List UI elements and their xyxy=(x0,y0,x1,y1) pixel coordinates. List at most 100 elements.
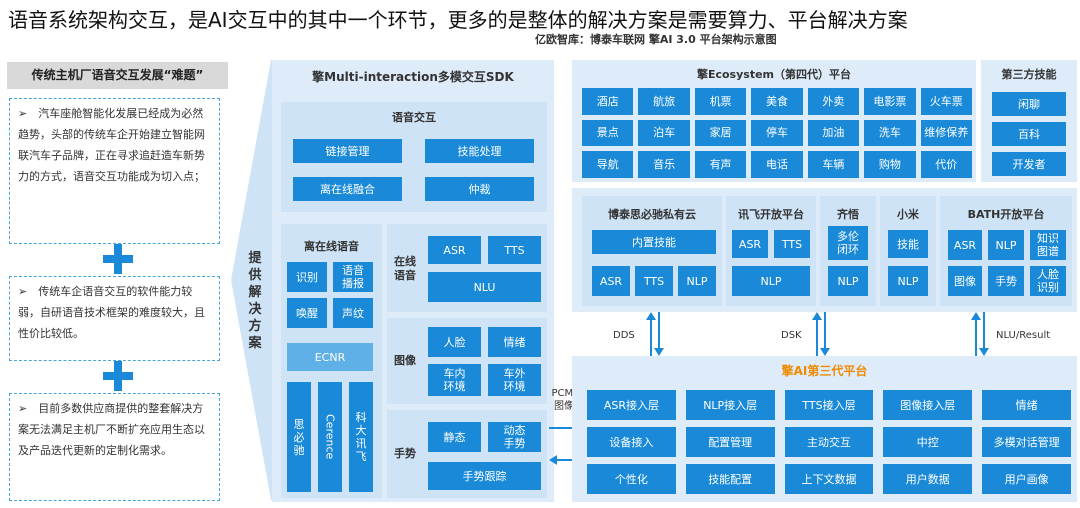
problem-text-2: ➢ 传统车企语音交互的软件能力较弱，自研语音技术框架的难度较大，且性价比较低。 xyxy=(18,285,205,340)
ecosystem-item: 洗车 xyxy=(864,119,916,147)
ecosystem-item: 航旅 xyxy=(638,88,690,115)
problem-text-3: ➢ 目前多数供应商提供的整套解决方案无法满足主机厂不断扩充应用生态以及产品迭代更… xyxy=(18,402,205,457)
dds-arrows-icon xyxy=(646,312,664,356)
recognition-box: 识别 xyxy=(287,262,327,292)
voiceprint-box: 声纹 xyxy=(333,298,373,328)
ecosystem-item: 泊车 xyxy=(638,119,690,147)
platform-item: 配置管理 xyxy=(685,427,775,457)
cloud1-tts-box: TTS xyxy=(635,266,673,296)
online-voice-title: 在线语音 xyxy=(394,255,416,282)
platform-item: NLP接入层 xyxy=(685,390,775,420)
aispeech-cloud-title: 博泰思必驰私有云 xyxy=(608,208,696,221)
emotion-box: 情绪 xyxy=(488,327,541,357)
iflytek-platform-title: 讯飞开放平台 xyxy=(738,208,804,221)
platform-item: 中控 xyxy=(883,427,973,457)
ecosystem-title: 擎Ecosystem（第四代）平台 xyxy=(696,68,852,81)
out-car-env-box: 车外环境 xyxy=(488,364,541,396)
ecosystem-item: 导航 xyxy=(582,151,634,178)
ecosystem-item: 美食 xyxy=(751,88,803,115)
third-party-title: 第三方技能 xyxy=(1001,68,1057,81)
cloud2-nlp-box: NLP xyxy=(732,266,810,296)
page-subtitle: 亿欧智库：博泰车联网 擎AI 3.0 平台架构示意图 xyxy=(535,33,777,46)
problem-box-1: ➢ 汽车座舱智能化发展已经成为必然趋势，头部的传统车企开始建立智能网联汽车子品牌… xyxy=(9,98,220,244)
platform-item: 个性化 xyxy=(587,464,676,494)
platform-title: 擎AI第三代平台 xyxy=(781,364,868,378)
developer-box: 开发者 xyxy=(992,152,1066,176)
wakeup-box: 唤醒 xyxy=(287,298,327,328)
bath-nlp-box: NLP xyxy=(988,230,1024,260)
chat-box: 闲聊 xyxy=(992,92,1066,116)
platform-item: TTS接入层 xyxy=(784,390,874,420)
voice-interaction-title: 语音交互 xyxy=(392,111,436,124)
iflytek-box: 科大讯飞 xyxy=(349,382,373,492)
platform-grid: ASR接入层 NLP接入层 TTS接入层图像接入层情绪设备接入配置管理主动交互中控多… xyxy=(587,390,1071,494)
left-title: 传统主机厂语音交互发展“难题” xyxy=(7,62,228,89)
page-title: 语音系统架构交互，是AI交互中的其中一个环节，更多的是整体的解决方案是需要算力、… xyxy=(8,8,908,32)
ecosystem-item: 有声 xyxy=(694,151,747,178)
problem-box-2: ➢ 传统车企语音交互的软件能力较弱，自研语音技术框架的难度较大，且性价比较低。 xyxy=(9,276,220,361)
nlu-result-label: NLU/Result xyxy=(996,330,1051,341)
platform-item: 图像接入层 xyxy=(883,390,973,420)
dsk-label: DSK xyxy=(781,330,802,341)
online-tts-box: TTS xyxy=(488,236,541,264)
problem-text-1: ➢ 汽车座舱智能化发展已经成为必然趋势，头部的传统车企开始建立智能网联汽车子品牌… xyxy=(18,107,205,183)
builtin-skill-box: 内置技能 xyxy=(592,230,716,254)
gesture-title: 手势 xyxy=(394,447,416,460)
ecosystem-item: 代价 xyxy=(920,151,972,178)
cerence-box: Cerence xyxy=(318,382,342,492)
ecosystem-item: 机票 xyxy=(694,88,747,115)
cloud1-nlp-box: NLP xyxy=(678,266,716,296)
platform-item: 主动交互 xyxy=(784,427,874,457)
bath-asr-box: ASR xyxy=(948,230,982,260)
ecnr-box: ECNR xyxy=(287,343,373,371)
sdk-title: 擎Multi-interaction多模交互SDK xyxy=(312,70,514,84)
in-car-env-box: 车内环境 xyxy=(428,364,481,396)
xiaomi-skill-box: 技能 xyxy=(888,230,928,258)
ecosystem-item: 电影票 xyxy=(864,88,916,115)
cloud4-nlp-box: NLP xyxy=(888,266,928,296)
platform-item: 用户画像 xyxy=(982,464,1071,494)
platform-item: 用户数据 xyxy=(883,464,973,494)
platform-item: 上下文数据 xyxy=(784,464,874,494)
skill-processing-box: 技能处理 xyxy=(425,139,534,163)
ecosystem-item: 维修保养 xyxy=(920,119,972,147)
ecosystem-item: 家居 xyxy=(694,119,747,147)
online-offline-fusion-box: 离在线融合 xyxy=(293,177,402,201)
platform-item: 设备接入 xyxy=(587,427,676,457)
ecosystem-item: 火车票 xyxy=(920,88,972,115)
bath-title: BATH开放平台 xyxy=(967,208,1045,221)
multi-turn-box: 多伦闭环 xyxy=(828,226,868,260)
cloud2-asr-box: ASR xyxy=(732,230,768,258)
cloud3-nlp-box: NLP xyxy=(828,266,868,296)
link-management-box: 链接管理 xyxy=(293,139,402,163)
dsk-arrows-icon xyxy=(812,312,830,356)
voice-broadcast-box: 语音播报 xyxy=(333,262,373,292)
problem-box-3: ➢ 目前多数供应商提供的整套解决方案无法满足主机厂不断扩充应用生态以及产品迭代更… xyxy=(9,393,220,501)
gesture-tracking-box: 手势跟踪 xyxy=(428,462,541,490)
cloud2-tts-box: TTS xyxy=(774,230,810,258)
ecosystem-item: 外卖 xyxy=(807,88,860,115)
arbitration-box: 仲裁 xyxy=(425,177,534,201)
xiaomi-title: 小米 xyxy=(897,208,919,221)
cloud1-asr-box: ASR xyxy=(592,266,630,296)
qiwu-title: 齐悟 xyxy=(837,208,859,221)
encyclopedia-box: 百科 xyxy=(992,122,1066,146)
platform-item: 情绪 xyxy=(982,390,1071,420)
face-recognition-box: 人脸识别 xyxy=(1030,266,1066,296)
platform-item: 多模对话管理 xyxy=(982,427,1071,457)
plus-icon xyxy=(103,361,133,391)
platform-item: ASR接入层 xyxy=(587,390,676,420)
ecosystem-item: 购物 xyxy=(864,151,916,178)
offline-voice-title: 离在线语音 xyxy=(304,240,359,253)
ecosystem-item: 酒店 xyxy=(582,88,634,115)
ecosystem-item: 加油 xyxy=(807,119,860,147)
image-title: 图像 xyxy=(394,354,416,367)
ecosystem-item: 景点 xyxy=(582,119,634,147)
ecosystem-item: 车辆 xyxy=(807,151,860,178)
dynamic-gesture-box: 动态手势 xyxy=(488,422,541,452)
face-box: 人脸 xyxy=(428,327,481,357)
knowledge-graph-box: 知识图谱 xyxy=(1030,230,1066,260)
static-gesture-box: 静态 xyxy=(428,422,481,452)
ecosystem-item: 电话 xyxy=(751,151,803,178)
nlu-result-arrows-icon xyxy=(971,312,989,356)
